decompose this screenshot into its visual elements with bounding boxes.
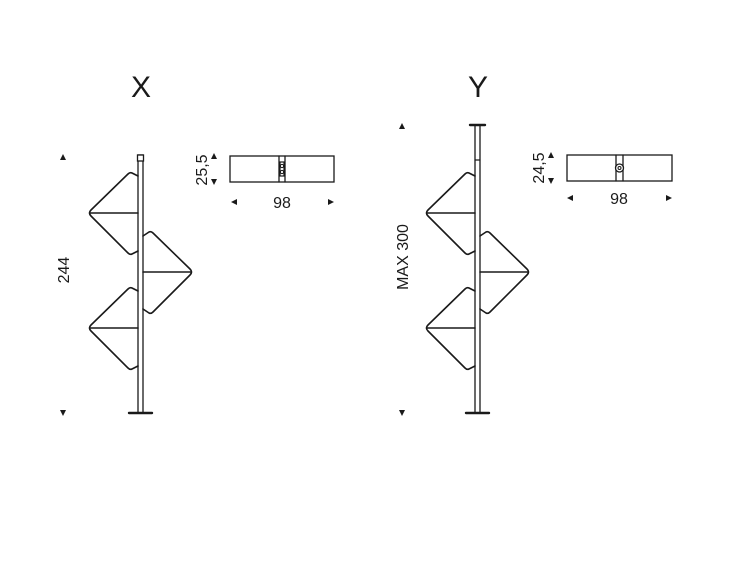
variant-x: X 244: [56, 71, 335, 416]
arrow-up-icon: [548, 152, 554, 158]
arrow-up-icon: [60, 154, 66, 160]
variant-y-height-label: MAX 300: [395, 224, 412, 290]
arrow-up-icon: [211, 153, 217, 159]
variant-y-width-label: 98: [610, 191, 628, 208]
pole-top-cap: [136, 154, 145, 162]
arrow-down-icon: [60, 410, 66, 416]
lamp-shade-left-upper: [88, 171, 139, 256]
lamp-shade-right: [479, 230, 530, 315]
lamp-shade-left-upper: [425, 171, 476, 256]
variant-y-depth-label: 24,5: [531, 152, 548, 183]
lamp-shade-left-lower: [88, 286, 139, 371]
arrow-down-icon: [548, 178, 554, 184]
variant-x-depth-label: 25,5: [194, 154, 211, 185]
variant-y-top-view: 24,5 98: [531, 152, 673, 208]
variant-x-lamp: [88, 154, 193, 415]
variant-y-lamp: [425, 123, 530, 415]
arrow-left-icon: [567, 195, 573, 201]
variant-x-height-dimension: 244: [56, 154, 73, 416]
lamp-pole: [474, 124, 481, 414]
arrow-left-icon: [231, 199, 237, 205]
variant-y-label: Y: [468, 71, 488, 104]
variant-x-height-label: 244: [56, 257, 73, 284]
lamp-pole: [137, 154, 144, 414]
arrow-right-icon: [328, 199, 334, 205]
lamp-shade-left-lower: [425, 286, 476, 371]
variant-y: Y MAX 300: [395, 71, 673, 416]
arrow-down-icon: [211, 179, 217, 185]
arrow-right-icon: [666, 195, 672, 201]
variant-y-height-dimension: MAX 300: [395, 123, 412, 416]
pole-section: [279, 161, 285, 177]
variant-x-top-view: 25,5 98: [194, 153, 335, 212]
variant-x-label: X: [131, 71, 151, 104]
variant-x-width-label: 98: [273, 195, 291, 212]
arrow-down-icon: [399, 410, 405, 416]
arrow-up-icon: [399, 123, 405, 129]
lamp-shade-right: [142, 230, 193, 315]
